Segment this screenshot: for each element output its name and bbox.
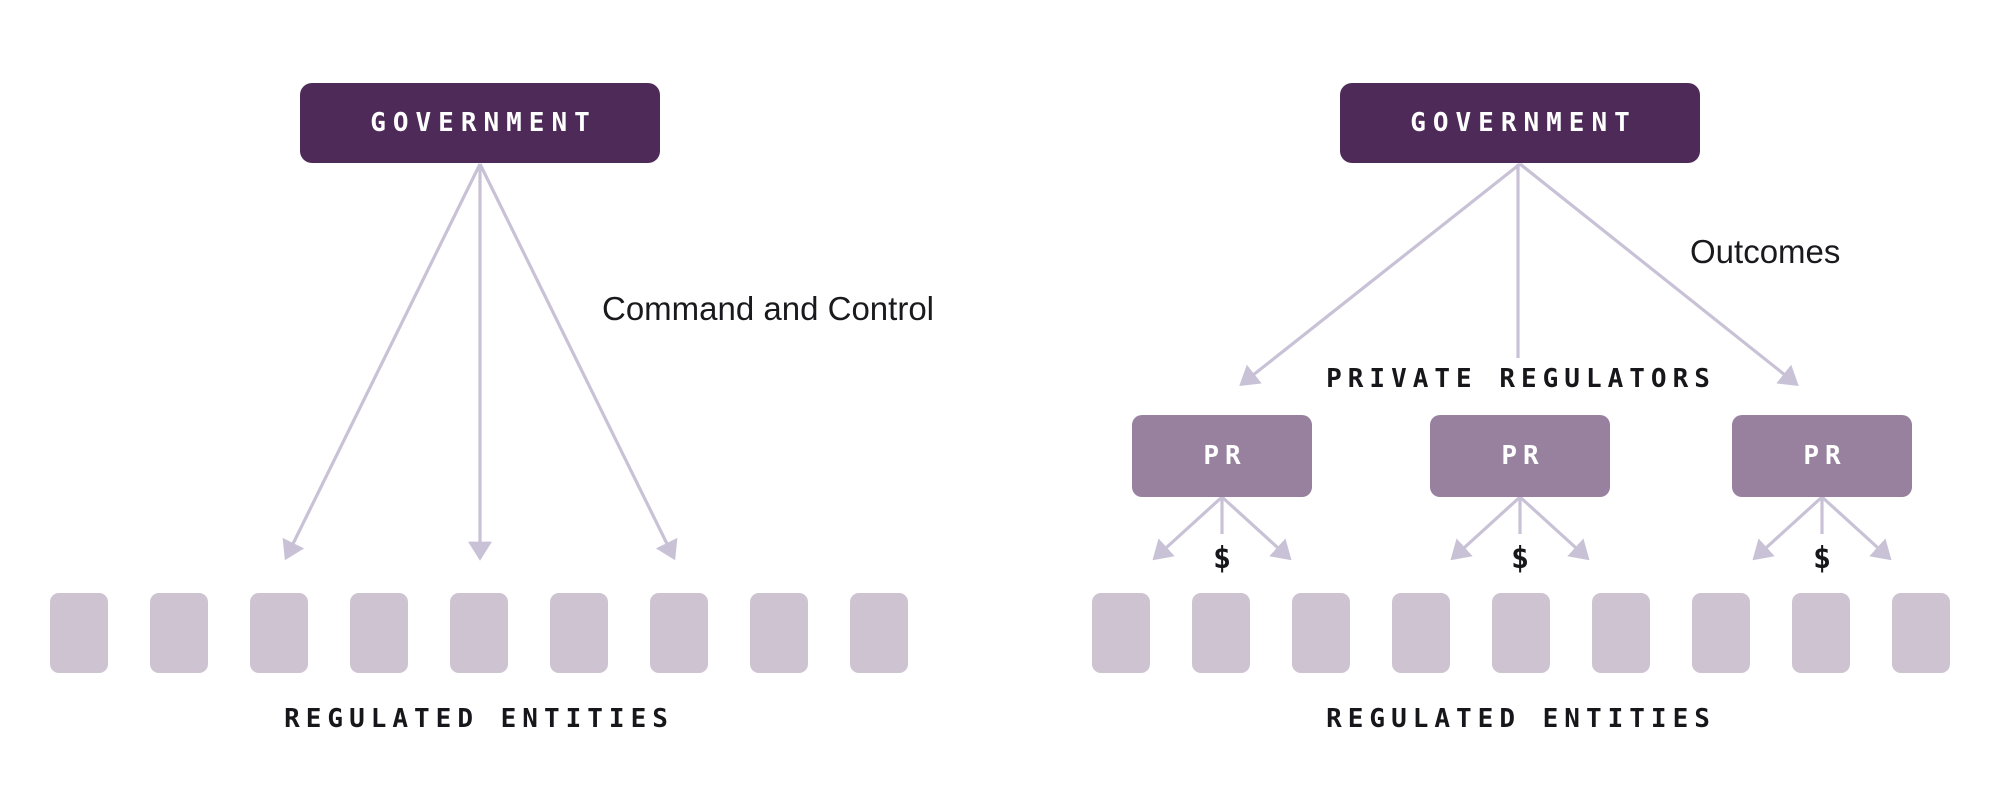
command-and-control-arrows — [282, 163, 678, 561]
regulated-entities-label: REGULATED ENTITIES — [1326, 704, 1716, 734]
pr2-to-entities-arrows — [1450, 495, 1590, 561]
private-regulator-box: PR — [1732, 415, 1912, 497]
regulated-entity-box — [1492, 593, 1550, 673]
regulated-entity-box — [1292, 593, 1350, 673]
dollar-symbol: $ — [1212, 541, 1232, 576]
dollar-symbol: $ — [1510, 541, 1530, 576]
regulated-entity-box — [350, 593, 408, 673]
dollar-symbol: $ — [1812, 541, 1832, 576]
regulated-entities-label: REGULATED ENTITIES — [284, 704, 674, 734]
regulated-entity-box — [1692, 593, 1750, 673]
government-box: GOVERNMENT — [1340, 83, 1700, 163]
pr-label: PR — [1803, 441, 1847, 471]
government-to-regulators-arrows — [1239, 162, 1799, 386]
regulated-entity-box — [250, 593, 308, 673]
regulated-entity-box — [650, 593, 708, 673]
regulated-entity-box — [1392, 593, 1450, 673]
regulated-entity-box — [850, 593, 908, 673]
private-regulator-box: PR — [1132, 415, 1312, 497]
regulated-entity-box — [750, 593, 808, 673]
regulated-entity-box — [450, 593, 508, 673]
outcomes-label: Outcomes — [1690, 233, 1841, 270]
regulated-entity-box — [550, 593, 608, 673]
regulated-entity-box — [150, 593, 208, 673]
pr3-to-entities-arrows — [1752, 495, 1892, 561]
pr-label: PR — [1203, 441, 1247, 471]
government-label: GOVERNMENT — [1410, 108, 1637, 138]
government-label: GOVERNMENT — [370, 108, 597, 138]
command-and-control-label: Command and Control — [602, 290, 934, 327]
regulated-entity-box — [1892, 593, 1950, 673]
right-entities-row — [1092, 593, 1950, 673]
regulated-entity-box — [1092, 593, 1150, 673]
government-box: GOVERNMENT — [300, 83, 660, 163]
regulated-entity-box — [50, 593, 108, 673]
regulated-entity-box — [1592, 593, 1650, 673]
left-entities-row — [50, 593, 908, 673]
private-regulator-box: PR — [1430, 415, 1610, 497]
regulated-entity-box — [1192, 593, 1250, 673]
pr1-to-entities-arrows — [1152, 495, 1292, 561]
pr-label: PR — [1501, 441, 1545, 471]
private-regulators-label: PRIVATE REGULATORS — [1326, 364, 1716, 394]
regulated-entity-box — [1792, 593, 1850, 673]
